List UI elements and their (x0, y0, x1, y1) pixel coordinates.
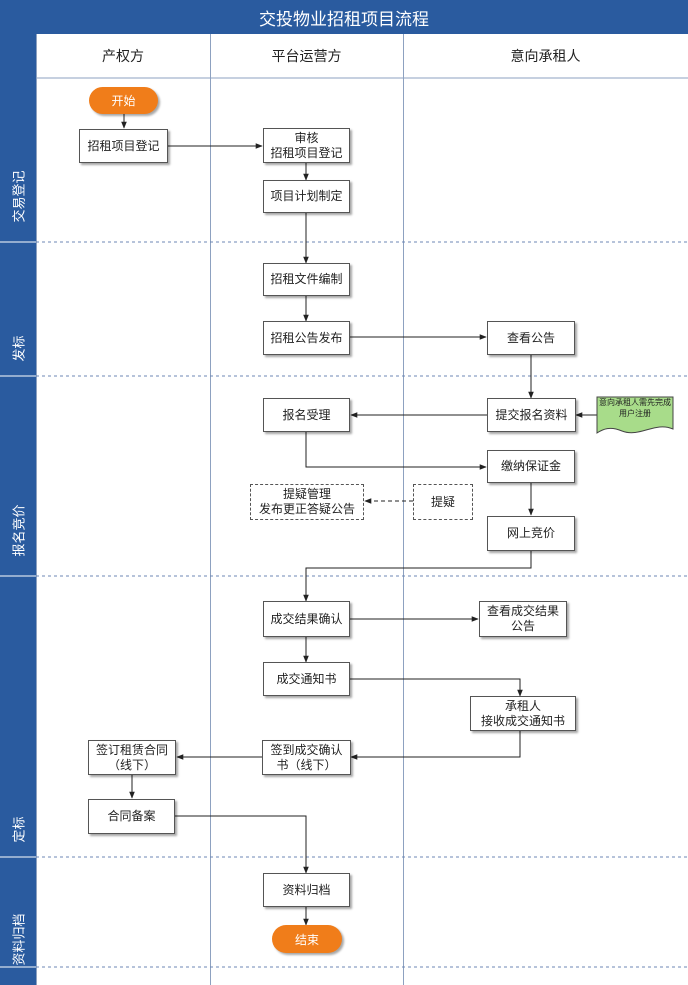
accept-signup-box: 报名受理 (263, 398, 350, 432)
lessee-receive-box: 承租人 接收成交通知书 (470, 696, 576, 731)
publish-notice-box: 招租公告发布 (263, 321, 350, 355)
review-registration-box: 审核 招租项目登记 (263, 128, 350, 163)
lane-header-platform: 平台运营方 (271, 49, 342, 65)
sign-confirmation-box: 签到成交确认 书（线下） (262, 740, 351, 775)
contract-filing-box: 合同备案 (88, 799, 175, 834)
registration-note: 意向承租人需先完成用户注册 (599, 398, 671, 418)
confirm-result-box: 成交结果确认 (263, 601, 350, 637)
query-management-box: 提疑管理 发布更正答疑公告 (250, 484, 364, 520)
view-notice-box: 查看公告 (487, 321, 575, 355)
phase-band (0, 34, 36, 985)
pay-deposit-box: 缴纳保证金 (487, 450, 575, 483)
project-plan-box: 项目计划制定 (263, 180, 350, 213)
archive-box: 资料归档 (263, 873, 350, 907)
prepare-docs-box: 招租文件编制 (263, 263, 350, 296)
view-result-box: 查看成交结果 公告 (479, 601, 567, 637)
lane-header-owner: 产权方 (102, 49, 144, 65)
online-bid-box: 网上竞价 (487, 516, 575, 551)
raise-query-box: 提疑 (413, 484, 473, 520)
start-terminal: 开始 (89, 87, 158, 114)
deal-notice-box: 成交通知书 (263, 662, 350, 696)
diagram-title: 交投物业招租项目流程 (0, 0, 688, 34)
submit-signup-box: 提交报名资料 (487, 398, 576, 432)
lane-header-lessee: 意向承租人 (510, 49, 581, 65)
end-terminal: 结束 (272, 925, 342, 953)
register-project-box: 招租项目登记 (79, 129, 168, 163)
sign-lease-box: 签订租赁合同 （线下） (88, 740, 176, 775)
